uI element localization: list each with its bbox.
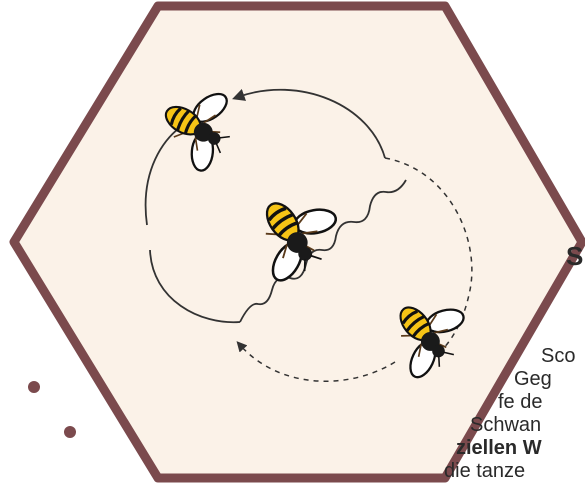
text-line-5: ziellen W <box>456 438 542 458</box>
bullet-dot-icon <box>64 426 76 438</box>
text-line-4: Schwan <box>470 415 541 435</box>
text-line-3: fe de <box>498 392 542 412</box>
text-line-6: die tanze <box>444 461 525 481</box>
text-line-2: Geg <box>514 369 552 389</box>
bullet-dot-icon <box>28 381 40 393</box>
heading-fragment: S <box>566 246 583 266</box>
text-line-1: Sco <box>541 346 575 366</box>
